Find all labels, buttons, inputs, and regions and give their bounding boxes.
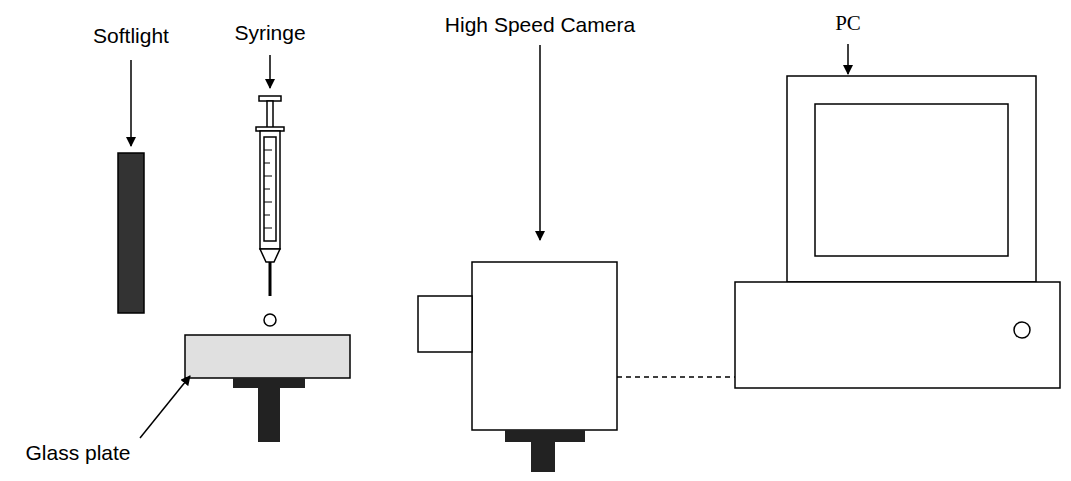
computer-case <box>735 282 1060 388</box>
camera-lens <box>418 296 472 352</box>
glass-plate <box>185 335 350 378</box>
droplet <box>264 314 276 326</box>
leader-arrow <box>847 44 849 74</box>
stand-pole <box>531 442 555 472</box>
syringe <box>256 96 284 296</box>
leader-arrow <box>140 376 190 438</box>
stand-pole <box>258 388 280 442</box>
stand-base <box>233 378 305 388</box>
part-label: Syringe <box>234 22 305 43</box>
leader-arrow <box>130 60 132 146</box>
screen <box>815 104 1008 256</box>
stand-base <box>505 430 585 442</box>
part-label: High Speed Camera <box>445 14 635 35</box>
part-label: Softlight <box>93 25 169 46</box>
cable <box>617 376 735 378</box>
leader-arrow <box>269 55 271 88</box>
leader-arrow <box>539 45 541 240</box>
softlight <box>118 153 144 313</box>
monitor <box>787 76 1036 282</box>
camera-body <box>472 262 617 430</box>
power-button <box>1014 322 1030 338</box>
part-label: Glass plate <box>25 442 130 463</box>
part-label: PC <box>835 13 861 34</box>
